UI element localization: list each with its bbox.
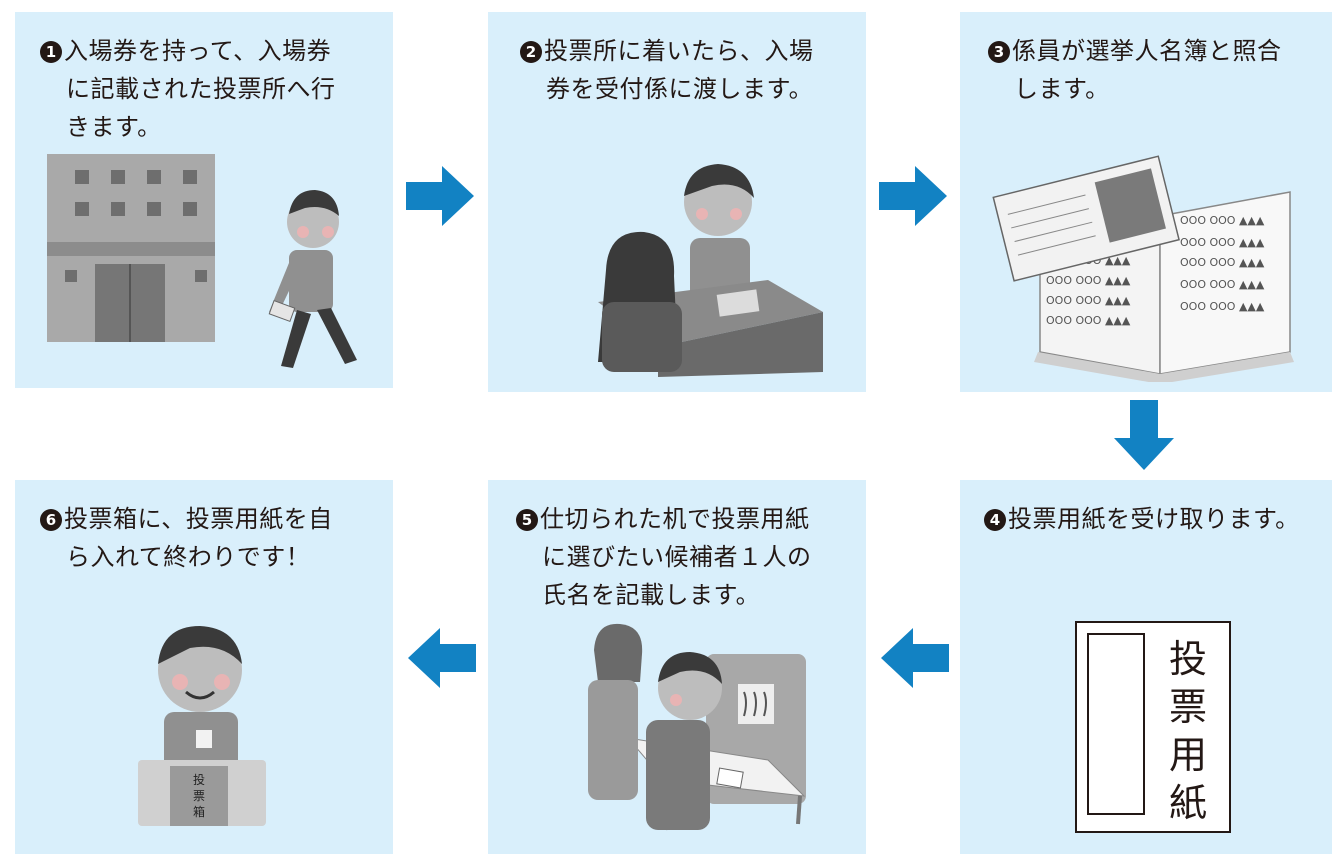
step-5-number: 5 xyxy=(516,509,538,531)
step-6-line-2: ら入れて終わりです！ xyxy=(66,543,311,571)
step-2-number: 2 xyxy=(520,41,542,63)
book-row-2-right: OOO OOO ▲▲▲ xyxy=(1180,236,1265,249)
step-1-line-2: に記載された投票所へ行 xyxy=(66,75,336,103)
book-row-2-left: OOO OOO ▲▲▲ xyxy=(1046,274,1131,287)
book-row-1-right: OOO OOO ▲▲▲ xyxy=(1180,214,1265,227)
ballot-label-1: 投 xyxy=(1169,637,1207,681)
ballot-label-3: 用 xyxy=(1169,733,1207,777)
arrow-down xyxy=(1114,400,1174,470)
book-row-4-left: OOO OOO ▲▲▲ xyxy=(1046,314,1131,327)
step-5-line-3: 氏名を記載します。 xyxy=(542,581,761,609)
step-1-number: 1 xyxy=(40,41,62,63)
step-1-line-3: きます。 xyxy=(66,113,162,141)
arrow-right-2 xyxy=(879,166,947,226)
ballot-label-4: 紙 xyxy=(1169,781,1207,825)
step-6-number: 6 xyxy=(40,509,62,531)
step-3-line-2: します。 xyxy=(1014,75,1110,103)
step-2-line-2: 券を受付係に渡します。 xyxy=(546,75,814,103)
book-row-3-right: OOO OOO ▲▲▲ xyxy=(1180,256,1265,269)
arrow-left-1 xyxy=(881,628,949,688)
step-5-line-2: に選びたい候補者１人の xyxy=(542,543,812,571)
book-row-5-right: OOO OOO ▲▲▲ xyxy=(1180,300,1265,313)
ballot-paper-icon: 投 票 用 紙 xyxy=(1075,621,1231,833)
step-3-number: 3 xyxy=(988,41,1010,63)
ballot-box-label-1: 投 xyxy=(193,772,205,787)
ballot-box-label-2: 票 xyxy=(193,789,205,803)
voter-list-book-icon: OOO OOO ▲▲▲ OOO OOO ▲▲▲ OOO OOO ▲▲▲ OOO … xyxy=(992,155,1294,382)
step-4-number: 4 xyxy=(984,509,1006,531)
reception-desk-icon xyxy=(598,164,823,377)
book-row-4-right: OOO OOO ▲▲▲ xyxy=(1180,278,1265,291)
book-row-3-left: OOO OOO ▲▲▲ xyxy=(1046,294,1131,307)
ballot-box-label-3: 箱 xyxy=(193,804,205,819)
ballot-box-icon: 投 票 箱 xyxy=(138,626,266,826)
voting-booth-icon xyxy=(588,623,806,831)
arrow-left-2 xyxy=(408,628,476,688)
walking-to-polling-place-icon xyxy=(47,154,357,368)
arrow-right-1 xyxy=(406,166,474,226)
ballot-label-2: 票 xyxy=(1169,685,1207,729)
